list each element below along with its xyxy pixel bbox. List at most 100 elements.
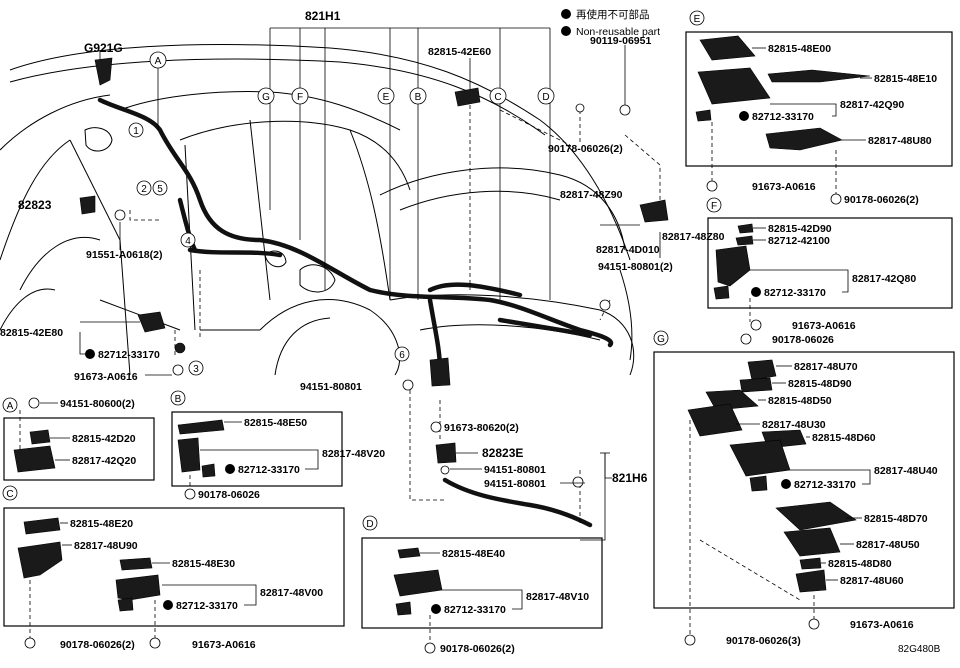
label-82817-48z80: 82817-48Z80 <box>662 231 725 243</box>
box-d-bolt: 90178-06026(2) <box>440 643 515 655</box>
callout-4: 4 <box>185 236 191 247</box>
callout-f: F <box>297 92 303 103</box>
box-f-p3: 82817-42Q80 <box>852 273 916 285</box>
legend-reusable: 再使用不可部品 <box>576 8 650 21</box>
main-bolt-94151-2-icon <box>599 299 611 311</box>
box-c-p5: 82712-33170 <box>176 600 238 612</box>
box-g-letter: G <box>657 334 665 345</box>
callout-a: A <box>155 56 162 67</box>
g921g-bracket-icon <box>94 57 113 86</box>
label-90178-main: 90178-06026(2) <box>548 143 623 155</box>
box-g-p9: 82817-48U50 <box>856 539 920 551</box>
box-d-letter: D <box>366 519 373 530</box>
box-b-p2: 82712-33170 <box>238 464 300 476</box>
legend-nonreusable: Non-reusable part <box>576 26 660 38</box>
main-bolt-91551-icon <box>114 209 126 221</box>
box-b-p3: 82817-48V20 <box>322 448 385 460</box>
callout-5: 5 <box>157 184 163 195</box>
box-g-bolt2: 90178-06026(3) <box>726 635 801 647</box>
detail-box-e: E 82815-48E00 82815-48E10 82712-33170 82… <box>685 10 953 206</box>
box-f-p2: 82712-42100 <box>768 235 830 247</box>
box-c-bolt1: 90178-06026(2) <box>60 639 135 651</box>
callout-b: B <box>415 92 422 103</box>
detail-box-a: A 94151-80600(2) 82815-42D20 82817-42Q20 <box>2 397 155 481</box>
box-g-p6: 82817-48U40 <box>874 465 938 477</box>
box-f-p4: 82712-33170 <box>764 287 826 299</box>
main-clamp-42e80-icon <box>137 311 166 333</box>
label-82817-4d010: 82817-4D010 <box>596 244 660 256</box>
main-bolt-91673-80620-icon <box>430 421 442 433</box>
nonreusable-dot-icon <box>85 349 95 359</box>
main-bolt-94151-b-icon <box>440 465 450 475</box>
box-c-p1: 82815-48E20 <box>70 518 133 530</box>
label-82815-42e60: 82815-42E60 <box>428 46 491 58</box>
callout-g: G <box>262 92 270 103</box>
box-d-p2: 82817-48V10 <box>526 591 589 603</box>
detail-box-b: B 82815-48E50 82712-33170 82817-48V20 90… <box>170 390 385 501</box>
callout-6: 6 <box>399 350 405 361</box>
legend: 再使用不可部品 Non-reusable part <box>561 8 660 38</box>
label-82823: 82823 <box>18 198 52 212</box>
box-c-p4: 82817-48V00 <box>260 587 323 599</box>
label-821h1: 821H1 <box>305 9 341 23</box>
label-g921g: G921G <box>84 41 123 55</box>
box-g-p8: 82815-48D70 <box>864 513 928 525</box>
box-d-p3: 82712-33170 <box>444 604 506 616</box>
figure-code: 82G480B <box>898 644 941 655</box>
box-f-p1: 82815-42D90 <box>768 223 832 235</box>
box-f-letter: F <box>711 201 717 212</box>
box-g-p7: 82712-33170 <box>794 479 856 491</box>
box-c-p3: 82815-48E30 <box>172 558 235 570</box>
box-g-bolt1: 91673-A0616 <box>850 619 914 631</box>
wire-harness <box>97 97 614 528</box>
box-a-letter: A <box>7 401 14 412</box>
box-e-letter: E <box>694 14 701 25</box>
box-f-bolt1: 91673-A0616 <box>792 320 856 332</box>
callout-3: 3 <box>193 364 199 375</box>
callout-d: D <box>542 92 549 103</box>
label-94151-c: 94151-80801 <box>484 478 546 490</box>
box-b-p1: 82815-48E50 <box>244 417 307 429</box>
box-e-p4: 82712-33170 <box>752 111 814 123</box>
main-bolt-94151-c-icon <box>572 476 584 488</box>
detail-box-f: F 82815-42D90 82712-42100 82712-33170 82… <box>706 197 953 346</box>
label-82815-42e80: 82815-42E80 <box>0 327 63 339</box>
label-82823e: 82823E <box>482 446 523 460</box>
box-e-p1: 82815-48E00 <box>768 43 831 55</box>
main-grommet-icon <box>174 342 186 354</box>
box-a-bolt: 94151-80600(2) <box>60 398 135 410</box>
detail-box-g: G 82817-48U70 82815-48D90 82815-48D50 82… <box>653 330 955 647</box>
label-94151-a: 94151-80801 <box>300 381 362 393</box>
callout-e: E <box>383 92 390 103</box>
callout-1: 1 <box>133 126 139 137</box>
box-e-bolt1: 91673-A0616 <box>752 181 816 193</box>
main-parts <box>79 57 669 488</box>
box-e-p3: 82817-42Q90 <box>840 99 904 111</box>
label-82817-48z90: 82817-48Z90 <box>560 189 623 201</box>
box-b-bolt: 90178-06026 <box>198 489 260 501</box>
box-c-p2: 82817-48U90 <box>74 540 138 552</box>
box-e-bolt2: 90178-06026(2) <box>844 194 919 206</box>
82823-clip-icon <box>79 195 96 215</box>
box-g-p3: 82815-48D50 <box>768 395 832 407</box>
detail-box-d: D 82815-48E40 82712-33170 82817-48V10 90… <box>361 515 603 655</box>
box-a-p1: 82815-42D20 <box>72 433 136 445</box>
box-d-p1: 82815-48E40 <box>442 548 505 560</box>
label-82712-main: 82712-33170 <box>98 349 160 361</box>
detail-box-c: C 82815-48E20 82817-48U90 82815-48E30 82… <box>2 485 345 651</box>
box-c-bolt2: 91673-A0616 <box>192 639 256 651</box>
main-bolt-90119-icon <box>619 104 631 116</box>
main-callouts: A G F E B C D 1 2 3 4 5 6 <box>128 51 555 376</box>
box-e-p2: 82815-48E10 <box>874 73 937 85</box>
box-b-letter: B <box>175 394 182 405</box>
box-g-p11: 82817-48U60 <box>840 575 904 587</box>
box-a-p2: 82817-42Q20 <box>72 455 136 467</box>
main-bracket-48z80-icon <box>639 199 669 223</box>
box-g-p10: 82815-48D80 <box>828 558 892 570</box>
box-c-letter: C <box>6 489 13 500</box>
label-91673-main: 91673-A0616 <box>74 371 138 383</box>
main-clamp-42e60-icon <box>454 87 481 107</box>
main-clip-82823e-icon <box>435 442 457 464</box>
main-bolt-90178-icon <box>575 103 585 113</box>
